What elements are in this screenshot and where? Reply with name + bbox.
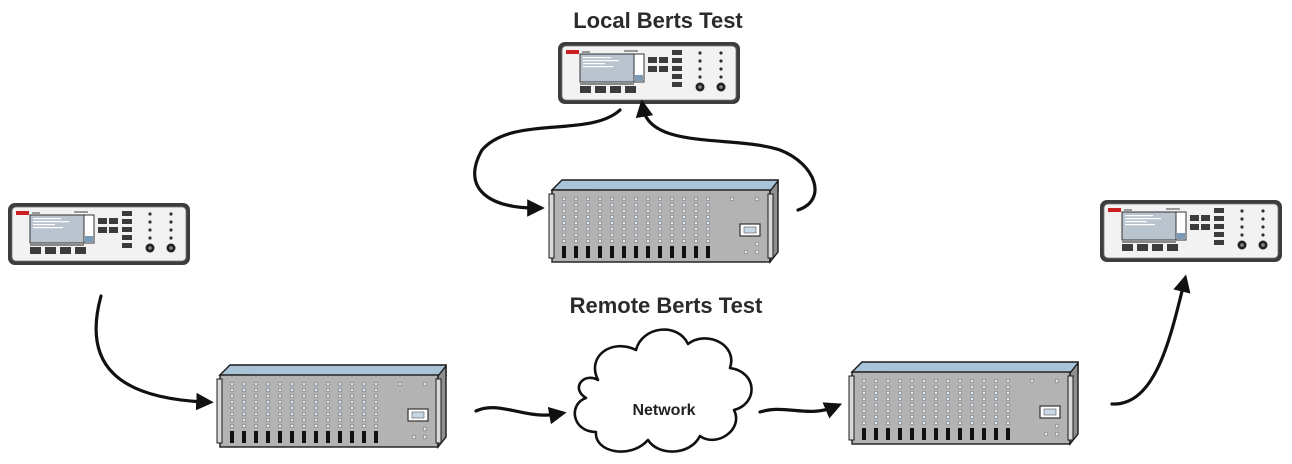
remote-left-chassis-icon (216, 364, 447, 448)
remote-output-arrow (1110, 274, 1191, 406)
local-return-arrow (635, 99, 817, 212)
local-berts-title: Local Berts Test (573, 8, 743, 33)
local-chassis-icon (548, 179, 779, 263)
network-cloud-icon: Network (573, 328, 753, 453)
remote-berts-title: Remote Berts Test (570, 293, 763, 318)
remote-source-analyzer-icon (7, 202, 191, 266)
to-network-arrow (474, 406, 567, 425)
local-analyzer-icon (557, 41, 741, 105)
remote-right-chassis-icon (848, 361, 1079, 445)
local-out-arrow (473, 108, 622, 217)
remote-dest-analyzer-icon (1099, 199, 1283, 263)
from-network-arrow (758, 402, 843, 419)
remote-input-arrow (94, 294, 214, 411)
network-label: Network (632, 402, 695, 419)
